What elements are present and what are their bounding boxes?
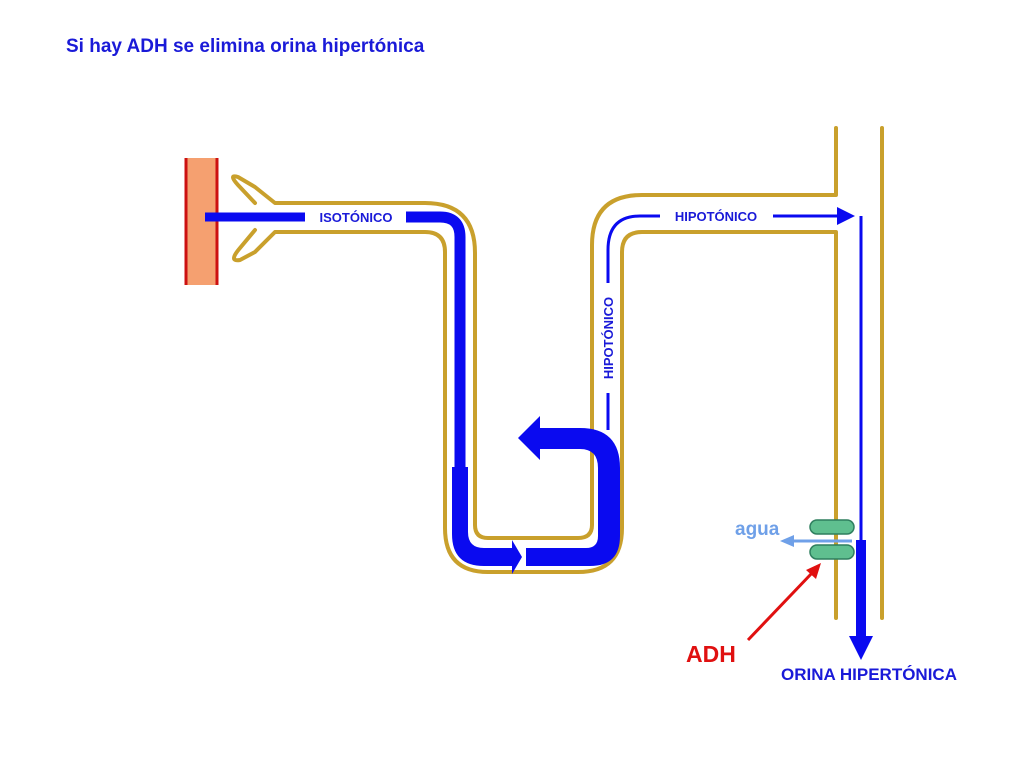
flow-ascending-thick [518, 416, 620, 566]
aquaporin-top [809, 519, 855, 535]
aquaporin-channels [809, 519, 855, 560]
flow-collecting-head [849, 636, 873, 660]
label-water: agua [735, 519, 780, 540]
label-urine: ORINA HIPERTÓNICA [781, 665, 957, 684]
aquaporin-bottom [809, 544, 855, 560]
bowman-capsule-upper [231, 126, 838, 540]
tubule-walls [231, 126, 884, 620]
label-hypotonic-vertical: HIPOTÓNICO [601, 297, 616, 379]
flow-proximal [406, 211, 466, 470]
adh-arrow [746, 563, 821, 642]
flow-hypotonic-vertical [606, 214, 660, 283]
label-adh: ADH [686, 641, 736, 667]
flow-arrows [205, 207, 873, 660]
flow-descending-thick [452, 467, 522, 574]
flow-collecting-thick [856, 540, 866, 640]
label-hypotonic-top: HIPOTÓNICO [675, 209, 757, 224]
water-arrow [780, 535, 852, 547]
label-isotonic: ISOTÓNICO [320, 210, 393, 225]
slide-title: Si hay ADH se elimina orina hipertónica [66, 36, 425, 57]
bowman-capsule-lower [232, 228, 838, 620]
